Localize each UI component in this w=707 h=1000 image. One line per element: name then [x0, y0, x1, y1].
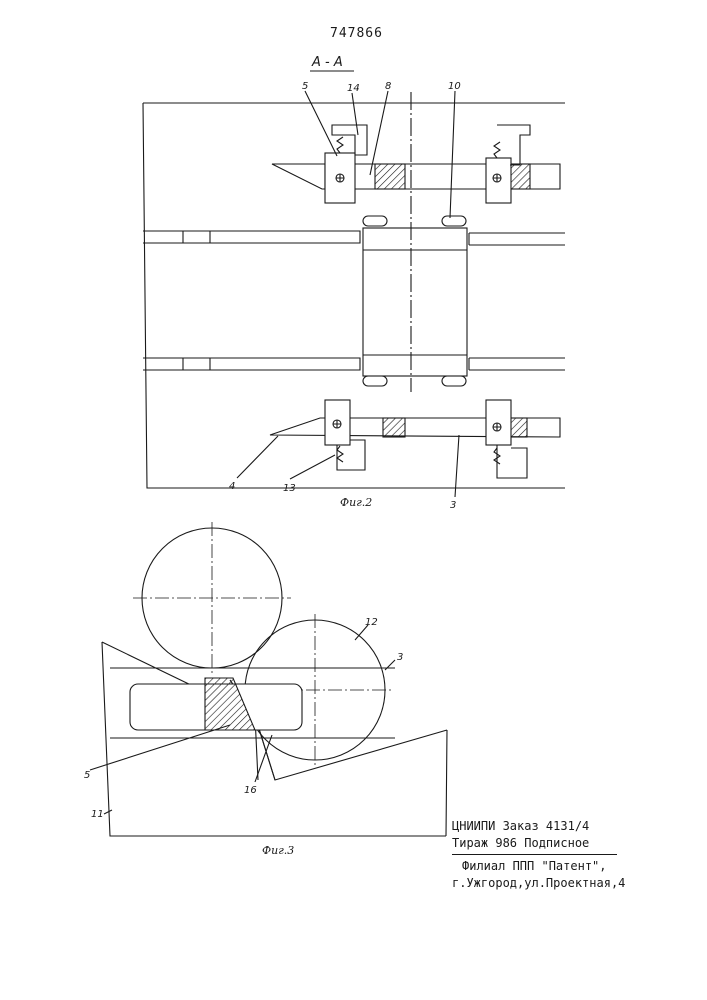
imprint-line-4: г.Ужгород,ул.Проектная,4 — [452, 875, 702, 892]
fig2-label-8: 8 — [385, 81, 391, 92]
imprint-rule — [452, 854, 617, 855]
fig2-bracket-lower-right — [497, 445, 527, 478]
fig2-bracket-upper-left — [332, 125, 367, 155]
fig2-upper-rail — [143, 231, 565, 245]
fig2-caption: Фиг.2 — [340, 496, 372, 509]
fig2-upper-hatch-3 — [510, 164, 530, 189]
figure-2 — [143, 91, 565, 497]
fig2-lower-rail — [143, 358, 565, 370]
fig2-spring-upper-right — [494, 142, 500, 158]
fig2-wheel-top-left — [363, 216, 387, 226]
fig3-label-5: 5 — [84, 770, 90, 781]
fig2-label-13: 13 — [283, 483, 296, 494]
figure-3 — [90, 522, 447, 836]
imprint-line-2: Тираж 986 Подписное — [452, 835, 702, 852]
fig3-upper-roller-axes — [133, 522, 291, 676]
fig2-label-10: 10 — [448, 81, 461, 92]
fig2-clamp-upper-right — [486, 158, 511, 203]
fig2-clamp-lower-right — [486, 400, 511, 445]
fig2-label-3: 3 — [450, 500, 456, 511]
fig2-wheel-bottom-right — [442, 376, 466, 386]
imprint-line-1: ЦНИИПИ Заказ 4131/4 — [452, 818, 702, 835]
section-label: A - A — [311, 55, 343, 70]
fig3-label-3: 3 — [397, 652, 403, 663]
fig2-carriage-inner — [363, 250, 467, 355]
fig2-wheel-bottom-left — [363, 376, 387, 386]
patent-number: 747866 — [330, 26, 383, 41]
fig3-label-16: 16 — [244, 785, 257, 796]
imprint-block: ЦНИИПИ Заказ 4131/4 Тираж 986 Подписное … — [452, 818, 702, 892]
fig2-wheel-top-right — [442, 216, 466, 226]
fig2-spring-upper-left — [337, 137, 343, 153]
fig3-base-body — [102, 642, 447, 836]
fig3-label-12: 12 — [365, 617, 378, 628]
fig2-lower-hatch-1 — [383, 418, 405, 437]
fig3-caption: Фиг.3 — [262, 844, 294, 857]
fig2-label-5: 5 — [302, 81, 308, 92]
fig2-upper-hatch-2 — [375, 164, 405, 189]
fig3-label-11: 11 — [91, 809, 104, 820]
fig2-spring-lower-left — [337, 446, 343, 462]
fig2-label-4: 4 — [229, 481, 235, 492]
imprint-line-3: Филиал ППП "Патент", — [452, 858, 702, 875]
fig2-label-14: 14 — [347, 83, 360, 94]
